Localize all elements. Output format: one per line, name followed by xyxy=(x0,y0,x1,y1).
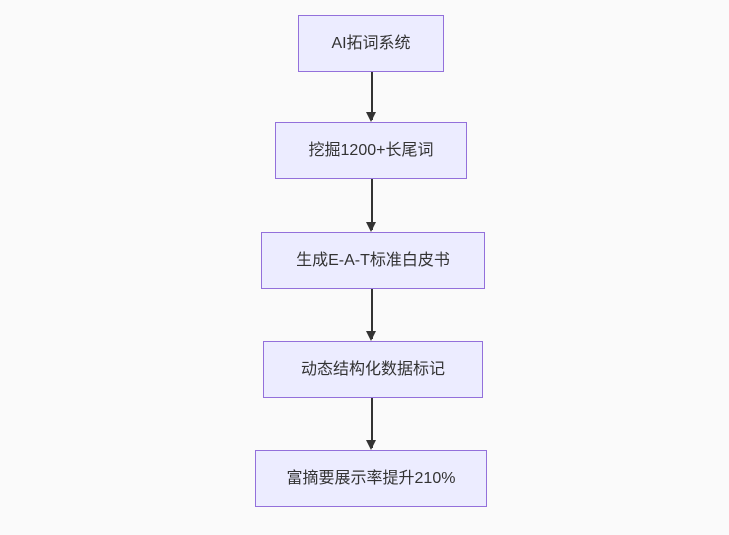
flow-node-structured-data: 动态结构化数据标记 xyxy=(263,341,483,398)
flow-arrow-3 xyxy=(366,289,377,341)
flow-arrow-2 xyxy=(366,179,377,232)
arrow-head-icon xyxy=(366,440,376,450)
flow-arrow-4 xyxy=(366,398,377,450)
arrow-line xyxy=(370,179,373,230)
flow-node-label: AI拓词系统 xyxy=(331,34,411,52)
flow-node-rich-snippet-result: 富摘要展示率提升210% xyxy=(255,450,487,507)
flow-arrow-1 xyxy=(366,72,377,122)
flow-node-label: 生成E-A-T标准白皮书 xyxy=(296,251,450,269)
flow-node-label: 富摘要展示率提升210% xyxy=(286,469,456,487)
flow-node-label: 挖掘1200+长尾词 xyxy=(308,141,434,159)
arrow-head-icon xyxy=(366,112,376,122)
arrow-head-icon xyxy=(366,222,376,232)
arrow-line xyxy=(370,72,373,120)
flow-node-eat-whitepaper: 生成E-A-T标准白皮书 xyxy=(261,232,485,289)
arrow-line xyxy=(370,289,373,339)
arrow-head-icon xyxy=(366,331,376,341)
flow-node-ai-keyword-system: AI拓词系统 xyxy=(298,15,444,72)
flow-node-longtail-mining: 挖掘1200+长尾词 xyxy=(275,122,467,179)
flow-node-label: 动态结构化数据标记 xyxy=(300,360,445,378)
arrow-line xyxy=(370,398,373,448)
